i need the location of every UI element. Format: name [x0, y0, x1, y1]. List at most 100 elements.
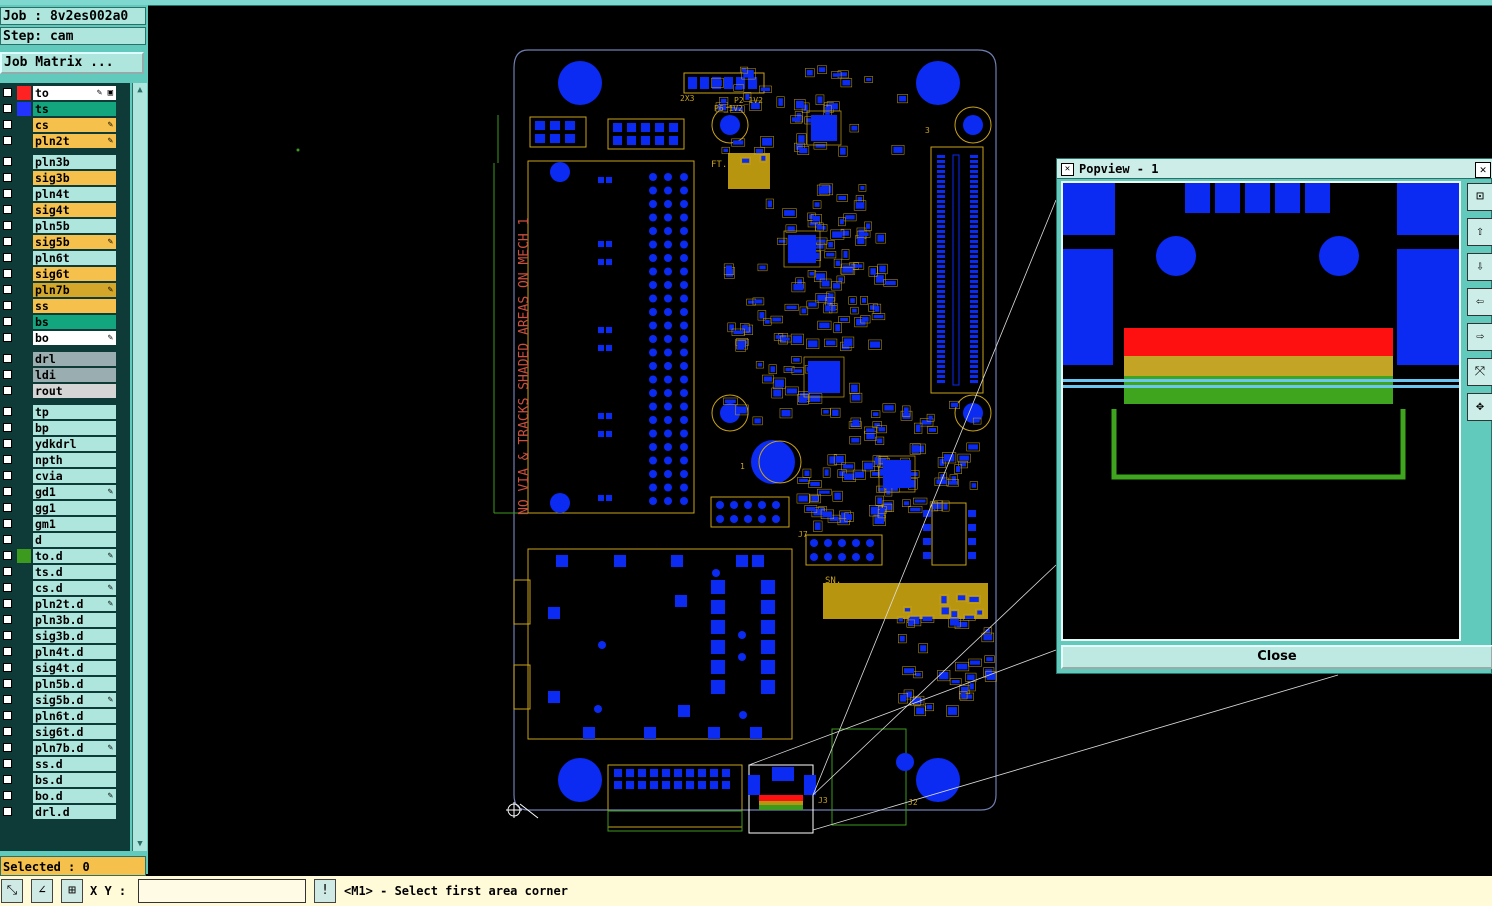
- layer-checkbox[interactable]: [3, 136, 12, 145]
- layer-row-sig3b.d[interactable]: sig3b.d: [0, 629, 118, 643]
- layer-checkbox[interactable]: [3, 370, 12, 379]
- layer-checkbox[interactable]: [3, 663, 12, 672]
- zoom-home-icon[interactable]: ✥: [1467, 393, 1492, 421]
- zoom-area-icon[interactable]: ⤧: [1467, 358, 1492, 386]
- layer-name[interactable]: pln3b.d: [33, 613, 116, 627]
- pan-down-icon[interactable]: ⇩: [1467, 253, 1492, 281]
- layer-name[interactable]: rout: [33, 384, 116, 398]
- layer-checkbox[interactable]: [3, 567, 12, 576]
- select-tool-icon[interactable]: ⤡: [1, 879, 23, 903]
- layer-name[interactable]: pln7b✎: [33, 283, 116, 297]
- layer-name[interactable]: bp: [33, 421, 116, 435]
- popview-close-button[interactable]: Close: [1061, 645, 1492, 669]
- layer-name[interactable]: pln4t: [33, 187, 116, 201]
- layer-row-pln2t.d[interactable]: pln2t.d✎: [0, 597, 118, 611]
- layer-name[interactable]: tp: [33, 405, 116, 419]
- layer-row-gd1[interactable]: gd1✎: [0, 485, 118, 499]
- layer-checkbox[interactable]: [3, 519, 12, 528]
- layer-name[interactable]: bs: [33, 315, 116, 329]
- layer-name[interactable]: drl: [33, 352, 116, 366]
- layer-name[interactable]: pln6t: [33, 251, 116, 265]
- layer-name[interactable]: pln4t.d: [33, 645, 116, 659]
- layer-checkbox[interactable]: [3, 333, 12, 342]
- pan-right-icon[interactable]: ⇨: [1467, 323, 1492, 351]
- layer-row-pln5b.d[interactable]: pln5b.d: [0, 677, 118, 691]
- layer-name[interactable]: pln5b.d: [33, 677, 116, 691]
- layer-row-pln4t.d[interactable]: pln4t.d: [0, 645, 118, 659]
- layer-checkbox[interactable]: [3, 487, 12, 496]
- layer-checkbox[interactable]: [3, 386, 12, 395]
- layer-checkbox[interactable]: [3, 407, 12, 416]
- layer-row-d[interactable]: d: [0, 533, 118, 547]
- layer-name[interactable]: ts.d: [33, 565, 116, 579]
- layer-name[interactable]: gd1✎: [33, 485, 116, 499]
- layer-checkbox[interactable]: [3, 775, 12, 784]
- layer-list-scrollbar[interactable]: ▲ ▼: [132, 83, 147, 851]
- layer-row-bs[interactable]: bs: [0, 315, 118, 329]
- layer-checkbox[interactable]: [3, 269, 12, 278]
- layer-name[interactable]: bo.d✎: [33, 789, 116, 803]
- layer-row-ts[interactable]: ts: [0, 102, 118, 116]
- layer-name[interactable]: pln6t.d: [33, 709, 116, 723]
- layer-checkbox[interactable]: [3, 423, 12, 432]
- layer-checkbox[interactable]: [3, 157, 12, 166]
- layer-name[interactable]: ydkdrl: [33, 437, 116, 451]
- measure-tool-icon[interactable]: ∠: [31, 879, 53, 903]
- layer-checkbox[interactable]: [3, 727, 12, 736]
- layer-name[interactable]: sig3b: [33, 171, 116, 185]
- pcb-view[interactable]: NO VIA & TRACKS SHADED AREAS ON MECH 1FT…: [148, 5, 1492, 874]
- layer-name[interactable]: ldi: [33, 368, 116, 382]
- window-menu-icon[interactable]: ✕: [1061, 163, 1074, 176]
- layer-checkbox[interactable]: [3, 711, 12, 720]
- info-icon[interactable]: !: [314, 879, 336, 903]
- layer-name[interactable]: pln3b: [33, 155, 116, 169]
- layer-name[interactable]: bs.d: [33, 773, 116, 787]
- layer-row-rout[interactable]: rout: [0, 384, 118, 398]
- layer-row-bo.d[interactable]: bo.d✎: [0, 789, 118, 803]
- layer-name[interactable]: gm1: [33, 517, 116, 531]
- layer-checkbox[interactable]: [3, 599, 12, 608]
- layer-row-drl.d[interactable]: drl.d: [0, 805, 118, 819]
- layer-row-sig4t.d[interactable]: sig4t.d: [0, 661, 118, 675]
- popview-titlebar[interactable]: ✕ Popview - 1 ✕: [1057, 159, 1492, 179]
- xy-input[interactable]: [138, 879, 306, 903]
- layer-checkbox[interactable]: [3, 285, 12, 294]
- layer-row-pln5b[interactable]: pln5b: [0, 219, 118, 233]
- layer-name[interactable]: to✎ ▣: [33, 86, 116, 100]
- layer-checkbox[interactable]: [3, 807, 12, 816]
- layer-row-pln7b.d[interactable]: pln7b.d✎: [0, 741, 118, 755]
- layer-name[interactable]: npth: [33, 453, 116, 467]
- layer-checkbox[interactable]: [3, 88, 12, 97]
- layer-name[interactable]: gg1: [33, 501, 116, 515]
- layer-name[interactable]: sig6t: [33, 267, 116, 281]
- layer-row-ss[interactable]: ss: [0, 299, 118, 313]
- layer-checkbox[interactable]: [3, 317, 12, 326]
- layer-checkbox[interactable]: [3, 439, 12, 448]
- layer-name[interactable]: d: [33, 533, 116, 547]
- layer-row-sig3b[interactable]: sig3b: [0, 171, 118, 185]
- layer-row-pln4t[interactable]: pln4t: [0, 187, 118, 201]
- layer-name[interactable]: sig3b.d: [33, 629, 116, 643]
- layer-row-pln7b[interactable]: pln7b✎: [0, 283, 118, 297]
- layer-row-sig4t[interactable]: sig4t: [0, 203, 118, 217]
- layer-name[interactable]: sig5b✎: [33, 235, 116, 249]
- layer-checkbox[interactable]: [3, 354, 12, 363]
- layer-row-pln6t[interactable]: pln6t: [0, 251, 118, 265]
- layer-checkbox[interactable]: [3, 759, 12, 768]
- layer-row-tp[interactable]: tp: [0, 405, 118, 419]
- layer-checkbox[interactable]: [3, 615, 12, 624]
- layer-row-npth[interactable]: npth: [0, 453, 118, 467]
- layer-color-swatch[interactable]: [17, 549, 31, 563]
- layer-color-swatch[interactable]: [17, 86, 31, 100]
- pan-up-icon[interactable]: ⇧: [1467, 218, 1492, 246]
- layer-checkbox[interactable]: [3, 120, 12, 129]
- layer-checkbox[interactable]: [3, 104, 12, 113]
- layer-checkbox[interactable]: [3, 205, 12, 214]
- layer-checkbox[interactable]: [3, 551, 12, 560]
- layer-name[interactable]: ss.d: [33, 757, 116, 771]
- layer-row-to.d[interactable]: to.d✎: [0, 549, 118, 563]
- grid-snap-icon[interactable]: ⊞: [61, 879, 83, 903]
- layer-row-drl[interactable]: drl: [0, 352, 118, 366]
- layer-name[interactable]: pln2t✎: [33, 134, 116, 148]
